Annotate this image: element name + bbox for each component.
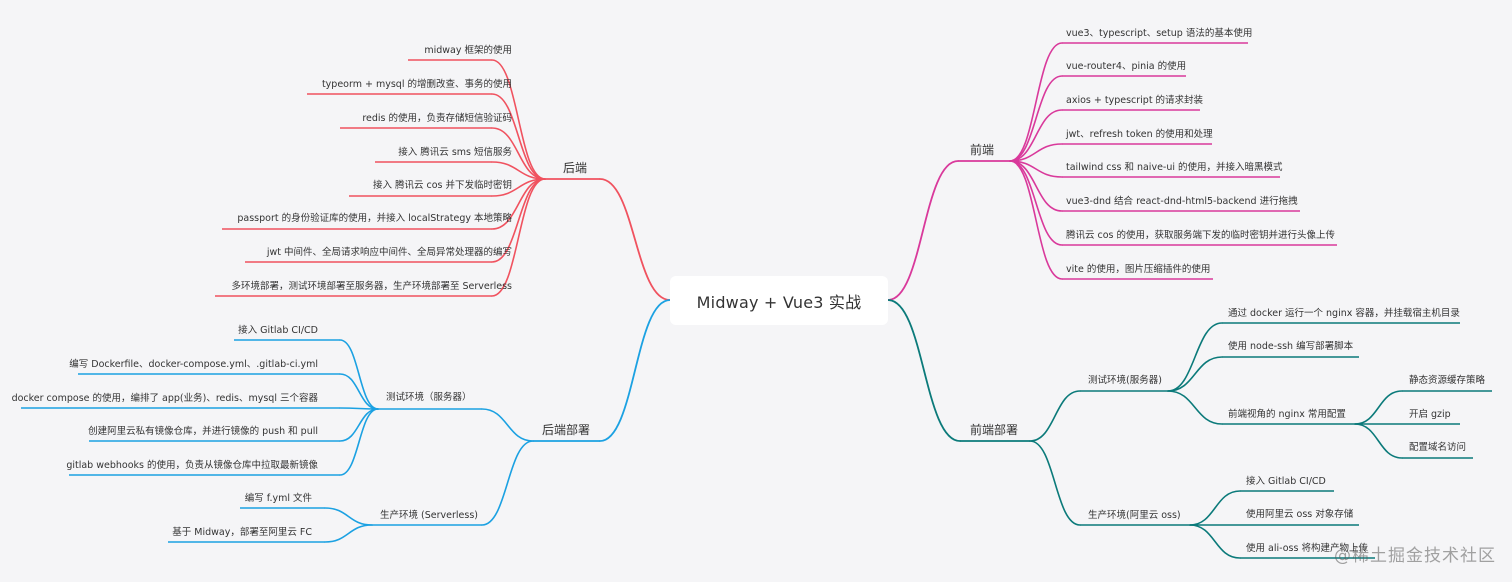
node-backend-leaf[interactable]: midway 框架的使用 bbox=[424, 45, 512, 56]
node-backend-leaf[interactable]: 接入 腾讯云 sms 短信服务 bbox=[398, 147, 512, 158]
node-backend-deploy[interactable]: 后端部署 bbox=[542, 423, 591, 437]
node-frontend-deploy[interactable]: 前端部署 bbox=[970, 423, 1019, 437]
node-backend-prod-env[interactable]: 生产环境 (Serverless) bbox=[380, 510, 478, 521]
root-node[interactable]: Midway + Vue3 实战 bbox=[670, 276, 888, 325]
node-frontend-test-leaf[interactable]: 使用 node-ssh 编写部署脚本 bbox=[1228, 341, 1354, 352]
node-backend-test-leaf[interactable]: docker compose 的使用，编排了 app(业务)、redis、mys… bbox=[11, 393, 318, 404]
node-frontend-prod-leaf[interactable]: 使用 ali-oss 将构建产物上传 bbox=[1246, 543, 1368, 554]
node-nginx-config-leaf[interactable]: 配置域名访问 bbox=[1409, 442, 1467, 453]
watermark: @稀土掘金技术社区 bbox=[1334, 546, 1496, 566]
root-title: Midway + Vue3 实战 bbox=[696, 292, 862, 312]
node-backend-leaf[interactable]: 接入 腾讯云 cos 并下发临时密钥 bbox=[372, 180, 512, 191]
node-backend-leaf[interactable]: jwt 中间件、全局请求响应中间件、全局异常处理器的编写 bbox=[266, 247, 512, 258]
node-frontend-leaf[interactable]: tailwind css 和 naive-ui 的使用，并接入暗黑模式 bbox=[1066, 162, 1283, 173]
node-frontend-test-env[interactable]: 测试环境(服务器) bbox=[1088, 375, 1162, 386]
node-frontend-test-leaf[interactable]: 通过 docker 运行一个 nginx 容器，并挂载宿主机目录 bbox=[1228, 308, 1460, 319]
node-frontend-leaf[interactable]: 腾讯云 cos 的使用，获取服务端下发的临时密钥并进行头像上传 bbox=[1066, 230, 1336, 241]
node-backend-leaf[interactable]: typeorm + mysql 的增删改查、事务的使用 bbox=[321, 79, 512, 90]
node-backend-leaf[interactable]: 多环境部署，测试环境部署至服务器，生产环境部署至 Serverless bbox=[231, 281, 512, 292]
node-backend-leaf[interactable]: redis 的使用，负责存储短信验证码 bbox=[362, 113, 512, 124]
node-frontend-leaf[interactable]: axios + typescript 的请求封装 bbox=[1066, 95, 1204, 106]
node-backend-test-env[interactable]: 测试环境（服务器） bbox=[386, 392, 472, 403]
node-frontend-leaf[interactable]: jwt、refresh token 的使用和处理 bbox=[1066, 129, 1213, 140]
node-frontend[interactable]: 前端 bbox=[970, 143, 995, 157]
node-backend-test-leaf[interactable]: gitlab webhooks 的使用，负责从镜像仓库中拉取最新镜像 bbox=[66, 460, 318, 471]
node-frontend-leaf[interactable]: vite 的使用，图片压缩插件的使用 bbox=[1066, 264, 1211, 275]
node-frontend-prod-leaf[interactable]: 使用阿里云 oss 对象存储 bbox=[1246, 509, 1354, 520]
node-frontend-prod-leaf[interactable]: 接入 Gitlab CI/CD bbox=[1246, 476, 1326, 487]
node-backend-prod-leaf[interactable]: 基于 Midway，部署至阿里云 FC bbox=[172, 527, 312, 538]
node-nginx-config-leaf[interactable]: 开启 gzip bbox=[1409, 409, 1451, 420]
node-frontend-test-leaf[interactable]: 前端视角的 nginx 常用配置 bbox=[1228, 409, 1346, 420]
node-backend-prod-leaf[interactable]: 编写 f.yml 文件 bbox=[244, 493, 312, 504]
node-backend-leaf[interactable]: passport 的身份验证库的使用，并接入 localStrategy 本地策… bbox=[237, 213, 512, 224]
node-frontend-leaf[interactable]: vue3-dnd 结合 react-dnd-html5-backend 进行拖拽 bbox=[1066, 196, 1298, 207]
node-frontend-leaf[interactable]: vue3、typescript、setup 语法的基本使用 bbox=[1066, 28, 1253, 39]
node-backend-test-leaf[interactable]: 编写 Dockerfile、docker-compose.yml、.gitlab… bbox=[69, 359, 318, 370]
node-frontend-prod-env[interactable]: 生产环境(阿里云 oss) bbox=[1088, 510, 1181, 521]
node-backend-test-leaf[interactable]: 创建阿里云私有镜像仓库，并进行镜像的 push 和 pull bbox=[88, 426, 318, 437]
node-backend[interactable]: 后端 bbox=[563, 161, 588, 175]
node-nginx-config-leaf[interactable]: 静态资源缓存策略 bbox=[1409, 375, 1486, 386]
node-frontend-leaf[interactable]: vue-router4、pinia 的使用 bbox=[1066, 61, 1187, 72]
node-backend-test-leaf[interactable]: 接入 Gitlab CI/CD bbox=[238, 325, 318, 336]
